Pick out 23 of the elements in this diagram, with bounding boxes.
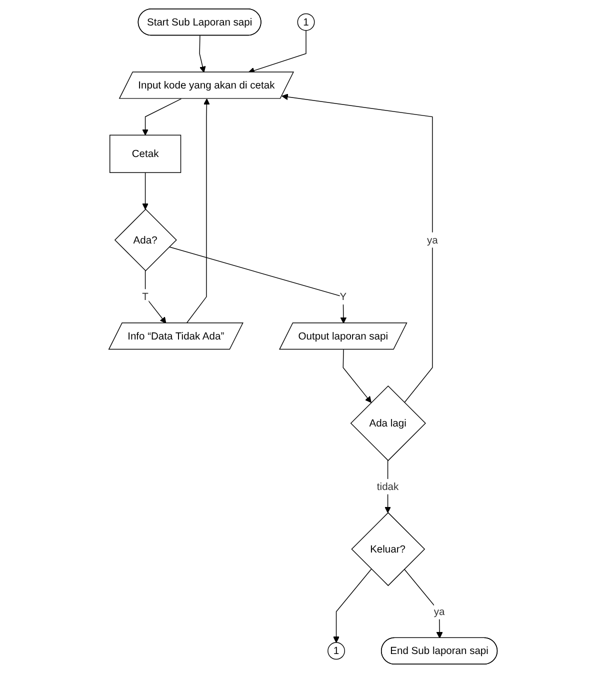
arrow <box>199 35 206 73</box>
arrow <box>342 349 372 403</box>
arrow <box>186 98 210 324</box>
edge-label: ya <box>434 605 445 618</box>
node-diamond: Keluar? <box>351 512 426 586</box>
arrow <box>282 94 433 403</box>
edge-label: T <box>142 290 148 302</box>
arrow <box>248 30 306 74</box>
node-box: Cetak <box>109 134 182 173</box>
arrow <box>332 568 372 643</box>
node-diamond: Ada? <box>114 208 177 272</box>
edge-label: tidak <box>376 480 399 492</box>
arrow <box>142 172 148 210</box>
node-diamond: Ada lagi <box>350 385 426 462</box>
node-circle: 1 <box>297 13 315 31</box>
arrow <box>404 568 443 638</box>
arrow <box>384 460 391 513</box>
edge-label: ya <box>426 234 438 246</box>
arrow <box>142 98 182 136</box>
arrow <box>168 246 347 324</box>
edge-label: Y <box>340 290 347 302</box>
node-circle: 1 <box>327 642 345 660</box>
arrow <box>144 270 166 324</box>
